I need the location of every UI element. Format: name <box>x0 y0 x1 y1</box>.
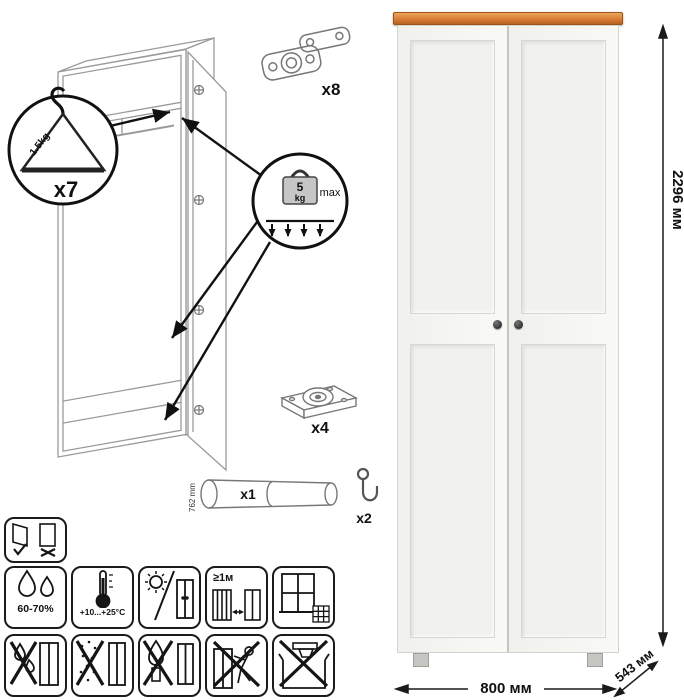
rail-length-label: 762 mm <box>188 483 197 512</box>
no-open-flame-cell <box>138 634 201 697</box>
hook-icon <box>356 467 379 502</box>
wardrobe-left-door <box>398 26 509 652</box>
no-moisture-cell <box>4 634 67 697</box>
load-limit-label: max <box>320 187 341 199</box>
rail-icon <box>200 479 338 509</box>
callout-leader-lines <box>109 108 272 421</box>
assembly-diagram: 1.5kg x7 5 kg max <box>7 26 379 526</box>
no-dragging-cell <box>205 634 268 697</box>
no-heavy-load-cell <box>272 634 335 697</box>
storage-orientation-icon <box>12 522 56 557</box>
wardrobe-right-foot <box>587 653 603 667</box>
left-door-upper-panel <box>410 40 495 314</box>
load-callout-circle <box>251 152 349 250</box>
no-open-flame-icon <box>142 639 194 686</box>
hinge-icon <box>261 26 351 81</box>
wardrobe-right-door <box>509 26 618 652</box>
load-unit-label: kg <box>295 193 306 203</box>
load-value-label: 5 <box>297 180 304 194</box>
min-distance-label: ≥1м <box>213 572 233 584</box>
hinge-marks <box>193 84 205 416</box>
width-label-bg <box>468 680 544 697</box>
right-door-knob <box>514 320 523 329</box>
width-dimension-label: 800 мм <box>480 680 531 697</box>
hanger-icon <box>19 111 107 172</box>
hanger-callout-circle <box>7 94 119 206</box>
window-ventilation-icon <box>279 573 330 623</box>
heater-distance-icon: ≥1м <box>212 572 261 621</box>
foot-icon <box>280 385 358 420</box>
wardrobe-product-image <box>393 12 623 668</box>
weight-icon <box>282 176 318 205</box>
left-door-knob <box>493 320 502 329</box>
temperature-value: +10...+25°C <box>79 607 126 617</box>
heater-distance-cell: ≥1м <box>205 566 268 629</box>
height-dimension-label: 2296 мм <box>669 170 684 230</box>
load-arrows <box>268 224 324 237</box>
no-abrasive-icon <box>75 640 126 686</box>
wardrobe-body <box>397 25 619 653</box>
temperature-cell: +10...+25°C <box>71 566 134 629</box>
hook-qty-label: x2 <box>356 510 372 526</box>
humidity-cell: 60-70% <box>4 566 67 629</box>
no-heavy-load-icon <box>278 639 330 689</box>
weight-handle <box>288 169 312 181</box>
right-door-lower-panel <box>521 344 606 638</box>
thermometer-icon <box>95 570 113 608</box>
sun-shade-icon <box>145 570 194 621</box>
left-door-lower-panel <box>410 344 495 638</box>
sunlight-cell <box>138 566 201 629</box>
wardrobe-top-trim <box>393 12 623 25</box>
hanger-callout: 1.5kg x7 <box>7 86 119 206</box>
foot-qty-label: x4 <box>311 420 329 437</box>
hinge-qty-label: x8 <box>322 80 341 99</box>
no-dragging-icon <box>212 640 261 689</box>
humidity-value: 60-70% <box>17 603 54 615</box>
humidity-icon <box>18 569 54 597</box>
no-moisture-icon <box>9 641 59 686</box>
hanger-hook <box>50 86 66 115</box>
wardrobe-line-drawing <box>57 37 227 472</box>
no-abrasive-cell <box>71 634 134 697</box>
load-callout: 5 kg max <box>251 152 349 250</box>
rail-qty-label: x1 <box>240 486 256 502</box>
window-cell <box>272 566 335 629</box>
hanger-qty-label: x7 <box>54 177 78 202</box>
hanger-capacity-label: 1.5kg <box>28 131 52 158</box>
storage-orientation-cell <box>4 517 67 563</box>
right-door-upper-panel <box>521 40 606 314</box>
wardrobe-left-foot <box>413 653 429 667</box>
